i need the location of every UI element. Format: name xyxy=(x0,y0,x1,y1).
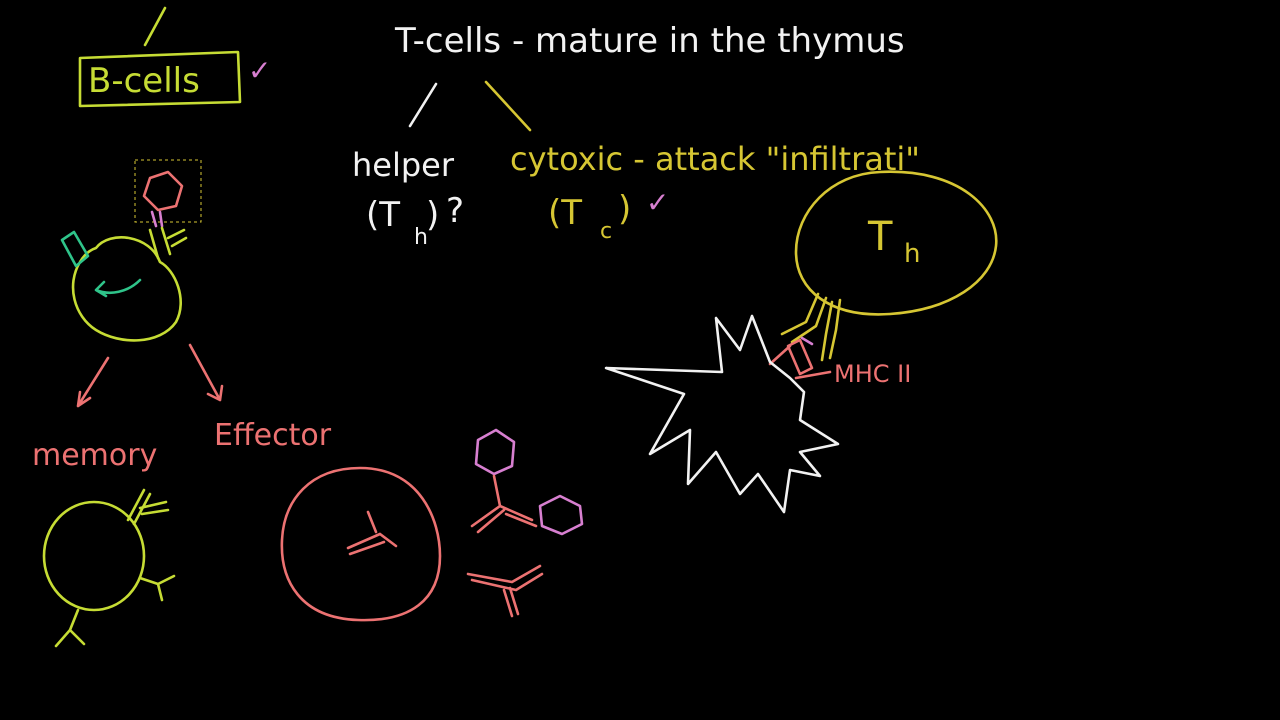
b-cells-checkmark: ✓ xyxy=(248,54,271,87)
effector-cell xyxy=(280,466,442,622)
cytotoxic-t-cell-label-group: cytoxic - attack "infiltrati" (T c ) ✓ xyxy=(510,140,920,244)
b-cells-label: B-cells xyxy=(88,61,200,101)
memory-label: memory xyxy=(32,438,157,473)
b-cells-heading: B-cells ✓ xyxy=(78,6,271,108)
mhc-ii-molecule: MHC II xyxy=(768,336,911,388)
th-cell-sub: h xyxy=(904,239,920,269)
helper-t-cell-label-group: helper (T h ) ? xyxy=(352,146,464,250)
cyto-abbr-close: ) xyxy=(618,189,631,229)
antigen-highlight-box xyxy=(134,159,202,223)
helper-abbr-sub: h xyxy=(414,225,428,250)
dendritic-cell xyxy=(604,314,840,514)
cytotoxic-label: cytoxic - attack "infiltrati" xyxy=(510,140,920,178)
cytotoxic-checkmark: ✓ xyxy=(646,186,669,219)
antibodies-with-antigens xyxy=(466,428,584,618)
differentiation-arrows xyxy=(76,343,224,408)
helper-abbr-close: ) xyxy=(426,195,439,235)
memory-cell xyxy=(42,488,176,648)
cyto-abbr-sub: c xyxy=(600,219,612,244)
helper-question-mark: ? xyxy=(446,191,464,231)
t-cells-heading: T-cells - mature in the thymus xyxy=(394,21,905,61)
helper-t-cell: T h xyxy=(780,170,998,362)
antigen-hexagon xyxy=(142,170,184,212)
cyto-abbr-open: (T xyxy=(548,193,582,233)
t-cells-branches xyxy=(408,80,532,132)
effector-label: Effector xyxy=(214,418,332,453)
b-cell-drawing xyxy=(60,159,202,342)
th-cell-label: T xyxy=(867,214,893,260)
helper-abbr-open: (T xyxy=(366,195,400,235)
antigen-hexagon-2 xyxy=(474,428,516,476)
antigen-hexagon-3 xyxy=(538,494,584,536)
mhc-ii-label: MHC II xyxy=(834,360,911,388)
helper-label: helper xyxy=(352,146,455,184)
